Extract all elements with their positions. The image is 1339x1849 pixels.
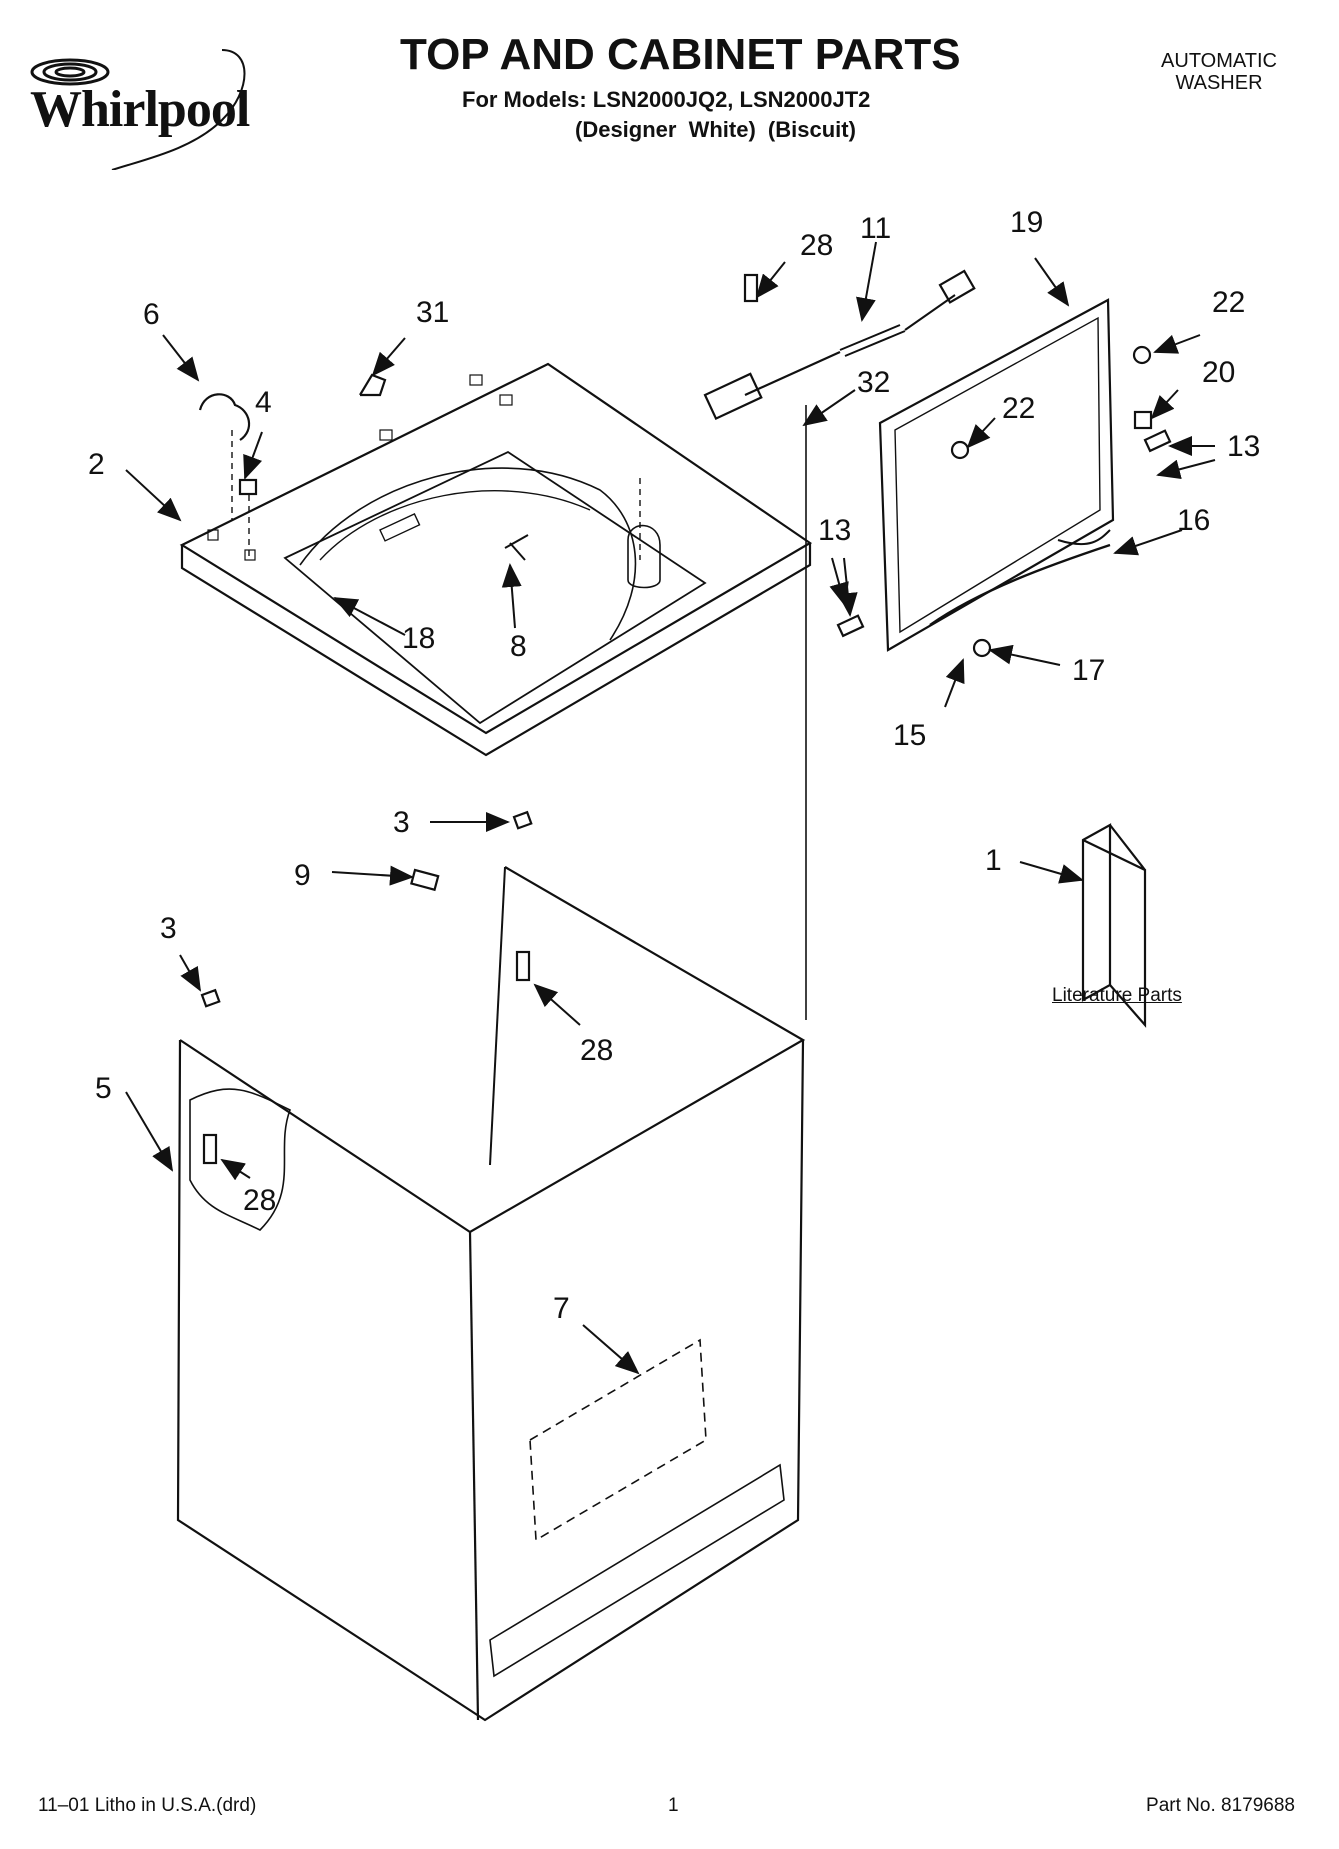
- literature-parts-label: Literature Parts: [1052, 985, 1182, 1006]
- screw-part-8: [504, 534, 529, 561]
- callout-3-upper: 3: [393, 806, 410, 839]
- clip-part-3b: [200, 988, 221, 1008]
- clip-part-3: [512, 810, 533, 830]
- callout-2: 2: [88, 448, 105, 481]
- callout-1: 1: [985, 844, 1002, 877]
- whirlpool-swirl-icon: [30, 49, 246, 171]
- screw-part-9: [410, 868, 440, 892]
- lid-frame: [878, 298, 1115, 652]
- literature-packet-side: [1082, 824, 1147, 1028]
- callout-31: 31: [416, 296, 449, 329]
- brand-wordmark: Whirlpool: [30, 81, 250, 138]
- callout-5: 5: [95, 1072, 112, 1105]
- footer-page-number: 1: [668, 1795, 679, 1816]
- clip-part-20: [1133, 410, 1153, 430]
- bumper-part-22b: [950, 440, 970, 460]
- callout-9: 9: [294, 859, 311, 892]
- callout-18: 18: [402, 622, 435, 655]
- footer-litho: 11–01 Litho in U.S.A.(drd): [38, 1795, 257, 1816]
- callout-17: 17: [1072, 654, 1105, 687]
- clip-part-31: [359, 373, 387, 397]
- callout-13-right: 13: [1227, 430, 1260, 463]
- callout-11: 11: [860, 212, 891, 245]
- callout-labels: 28 11 19 22 6 31 32 20 22 4 13 2 13 16 1…: [88, 206, 1260, 1325]
- end-cap-part-17: [972, 638, 992, 658]
- screw-part-28b: [202, 1133, 218, 1165]
- callout-7: 7: [553, 1292, 570, 1325]
- callout-22-right: 22: [1212, 286, 1245, 319]
- callout-28-panel: 28: [243, 1184, 276, 1217]
- callout-6: 6: [143, 298, 160, 331]
- lid-switch-harness: [703, 269, 976, 421]
- callout-28-top: 28: [800, 229, 833, 262]
- screw-part-13: [1143, 429, 1172, 453]
- callout-3-lower: 3: [160, 912, 177, 945]
- page-title: TOP AND CABINET PARTS: [400, 30, 961, 79]
- callout-19: 19: [1010, 206, 1043, 239]
- screw-part-13b: [836, 614, 865, 638]
- washer-cabinet: [176, 405, 807, 1722]
- product-type-line2: WASHER: [1175, 72, 1263, 94]
- screw-part-28c: [743, 273, 759, 303]
- callout-4: 4: [255, 386, 272, 419]
- callout-arrows: [125, 241, 1216, 1375]
- callout-22-mid: 22: [1002, 392, 1035, 425]
- callout-8: 8: [510, 630, 527, 663]
- whirlpool-logo: Whirlpool: [22, 40, 272, 171]
- callout-28-cabinet: 28: [580, 1034, 613, 1067]
- callout-32: 32: [857, 366, 890, 399]
- product-type: AUTOMATIC WASHER: [1139, 50, 1299, 94]
- product-type-line1: AUTOMATIC: [1161, 50, 1277, 72]
- model-variants: (Designer White) (Biscuit): [575, 117, 856, 142]
- bumper-part-22: [1132, 345, 1152, 365]
- callout-13-left: 13: [818, 514, 851, 547]
- model-numbers: For Models: LSN2000JQ2, LSN2000JT2: [462, 87, 871, 112]
- washer-top-panel: [179, 362, 813, 757]
- callout-15: 15: [893, 719, 926, 752]
- clip-part-6: [198, 393, 251, 441]
- callout-16: 16: [1177, 504, 1210, 537]
- screw-part-28: [515, 950, 531, 982]
- footer-part-number: Part No. 8179688: [1146, 1795, 1295, 1816]
- callout-20: 20: [1202, 356, 1235, 389]
- clip-part-4: [238, 478, 258, 496]
